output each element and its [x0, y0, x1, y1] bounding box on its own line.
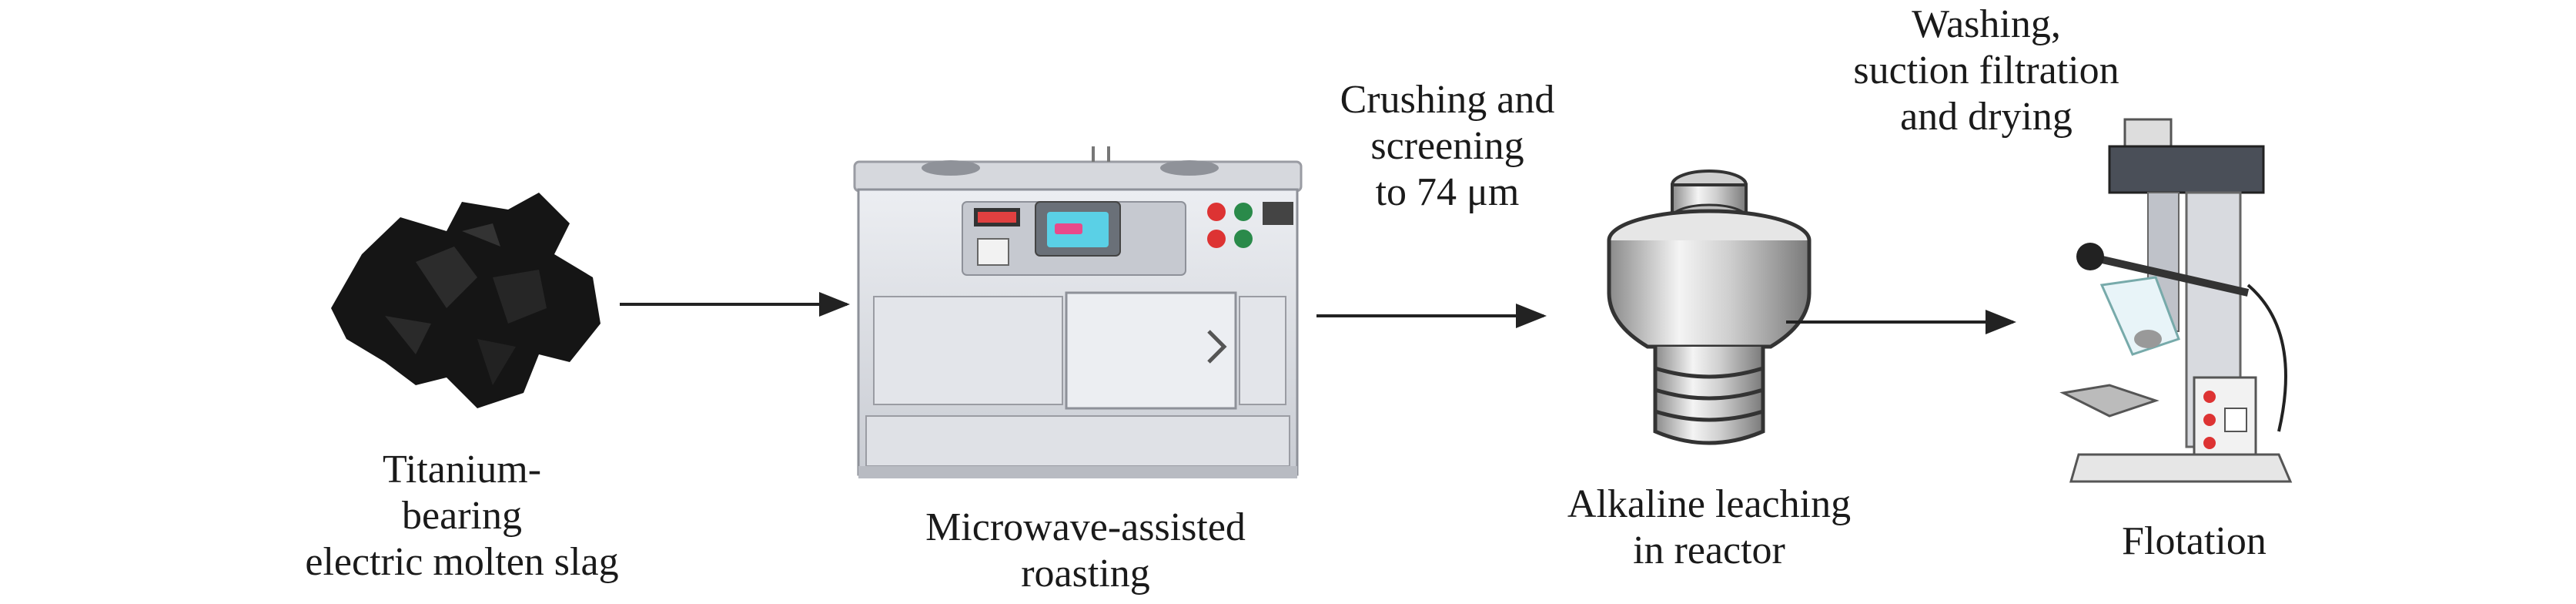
step-label-flotation: Flotation [2122, 519, 2267, 563]
step-label-alkaline-leaching: Alkaline leaching in reactor [1567, 482, 1852, 572]
microwave-furnace-icon [853, 146, 1303, 478]
step-label-slag: Titanium- bearing electric molten slag [305, 448, 619, 584]
reactor-icon [1607, 169, 1812, 445]
flotation-machine-icon [2059, 118, 2293, 483]
step-label-microwave-roasting: Microwave-assisted roasting [925, 505, 1246, 596]
transition-label-crushing: Crushing and screening to 74 μm [1340, 78, 1555, 214]
transition-label-washing: Washing, suction filtration and drying [1853, 2, 2119, 139]
slag-icon [331, 193, 601, 408]
